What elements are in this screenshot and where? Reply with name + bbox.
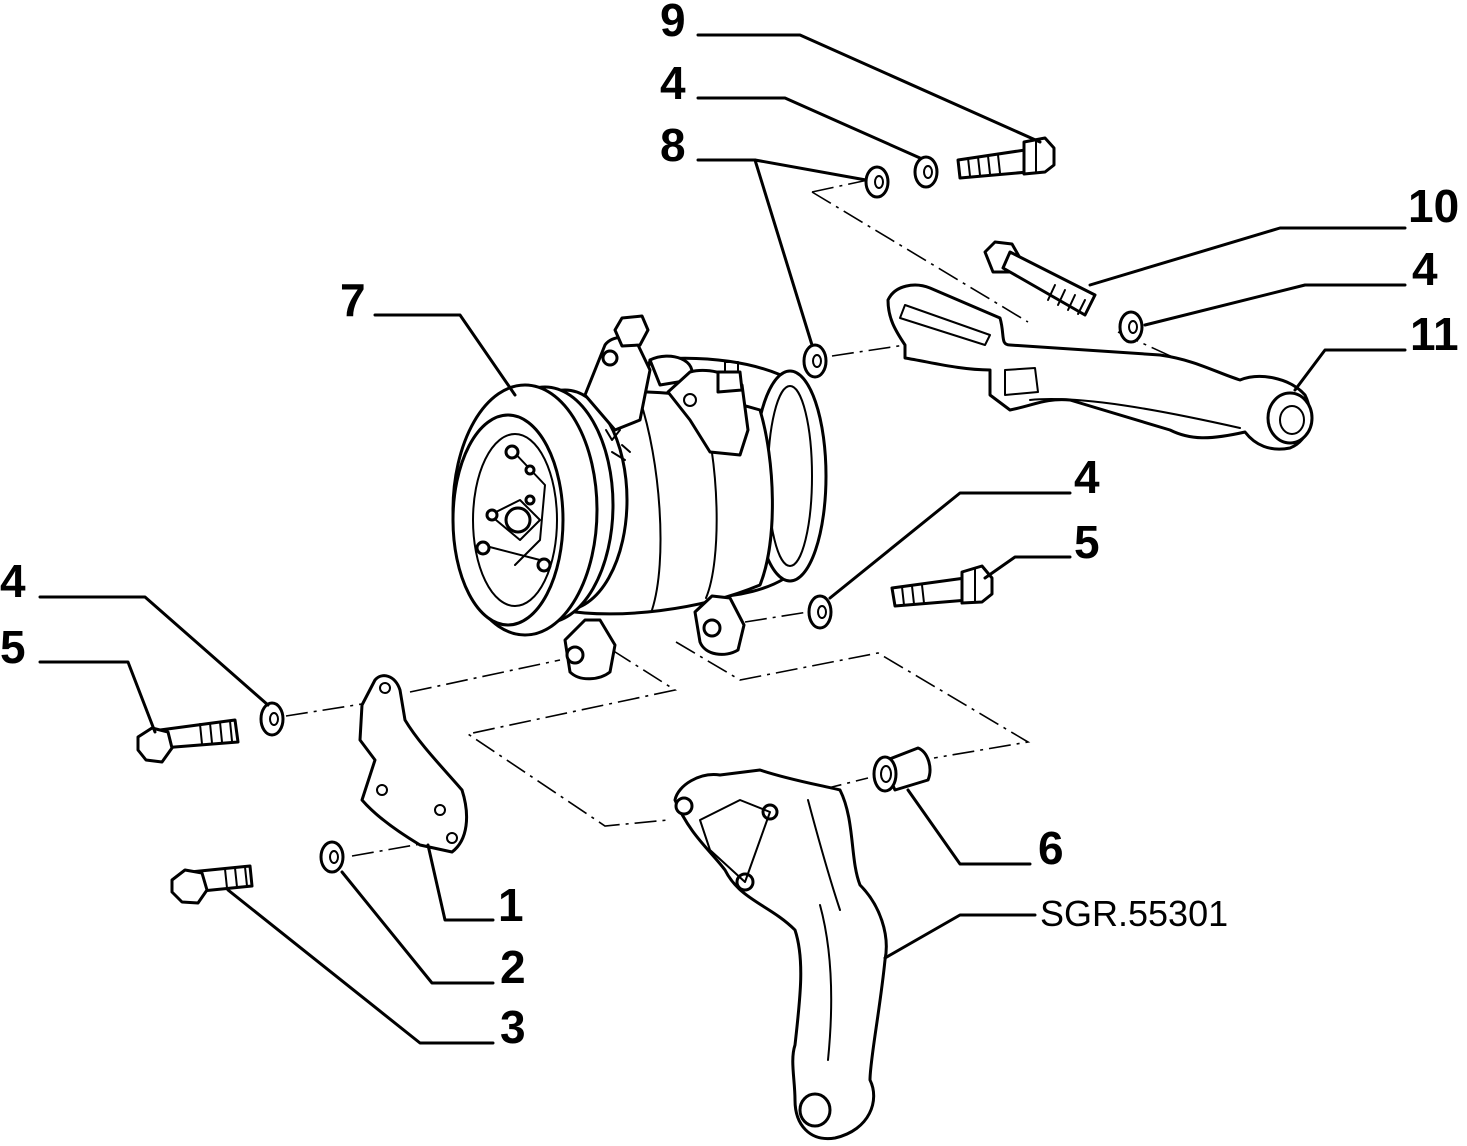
callout-9: 9 — [660, 0, 686, 46]
callout-6: 6 — [1038, 822, 1064, 874]
callout-5-mid: 5 — [1074, 516, 1100, 568]
clutch-plate — [475, 444, 552, 573]
drawing-reference: SGR.55301 — [1040, 893, 1228, 934]
bolt-3 — [170, 864, 254, 905]
callout-2: 2 — [500, 941, 526, 993]
callout-11: 11 — [1410, 308, 1459, 360]
washer-right-4 — [1118, 310, 1144, 344]
bushing-6 — [872, 746, 932, 793]
callout-7: 7 — [340, 274, 366, 326]
callout-4-mid: 4 — [1074, 451, 1100, 503]
upper-mounting-arm — [886, 283, 1314, 451]
bolt-5-left — [136, 718, 240, 764]
callout-8: 8 — [660, 119, 686, 171]
washer-mid-8 — [802, 343, 828, 379]
callout-4-right: 4 — [1412, 243, 1438, 295]
ac-compressor — [451, 314, 828, 681]
spacer-plate — [358, 674, 469, 854]
callout-3: 3 — [500, 1001, 526, 1053]
washer-top-8 — [864, 165, 890, 199]
washer-2 — [319, 840, 345, 874]
callout-5-left: 5 — [0, 621, 26, 673]
callout-labels: 9 4 8 10 4 11 7 4 5 4 5 6 1 2 3 SGR.5530… — [0, 0, 1459, 1053]
callout-4-top: 4 — [660, 57, 686, 109]
washer-left-4 — [259, 701, 285, 737]
leader-lines — [38, 33, 1407, 1045]
washer-mid-4 — [807, 594, 833, 630]
callout-1: 1 — [498, 879, 524, 931]
callout-4-left: 4 — [0, 555, 26, 607]
bolt-10 — [983, 240, 1097, 317]
lower-support-bracket — [673, 768, 888, 1141]
bolt-5-mid — [890, 564, 994, 608]
bolt-9 — [956, 136, 1056, 180]
washer-top-4 — [913, 155, 939, 189]
callout-10: 10 — [1408, 180, 1459, 232]
